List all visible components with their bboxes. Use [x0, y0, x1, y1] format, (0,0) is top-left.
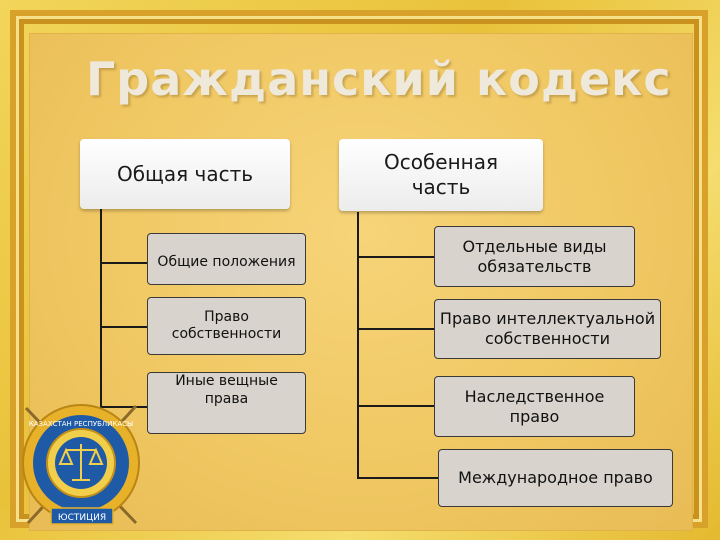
right-item-box-2: Право интеллектуальной собственности [434, 299, 661, 359]
left-item-label-1: Общие положения [157, 253, 296, 270]
left-connector-1 [100, 262, 148, 264]
right-item-label-3: Наследственное право [464, 386, 605, 426]
right-item-box-4: Международное право [438, 449, 673, 507]
left-item-box-3: Иные вещные права [147, 372, 306, 434]
emblem-banner [50, 507, 114, 525]
left-connector-3 [100, 406, 148, 408]
left-item-label-3: Иные вещные права [175, 373, 278, 407]
left-item-box-2: Право собственности [147, 297, 306, 355]
left-item-label-2: Право собственности [171, 308, 282, 343]
right-item-label-2: Право интеллектуальной собственности [439, 309, 656, 348]
left-connector-2 [100, 326, 148, 328]
right-item-label-4: Международное право [458, 468, 653, 487]
scales-icon [58, 444, 104, 481]
slide-title: Гражданский кодекс [86, 52, 672, 106]
left-header-label: Общая часть [116, 161, 254, 186]
left-item-box-1: Общие положения [147, 233, 306, 285]
right-item-box-1: Отдельные виды обязательств [434, 226, 635, 287]
right-connector-3 [357, 405, 435, 407]
justice-emblem: КАЗАХСТАН РЕСПУБЛИКАСЫ ЮСТИЦИЯ [22, 404, 140, 525]
right-connector-1 [357, 256, 435, 258]
left-header-box: Общая часть [80, 139, 290, 209]
right-connector-2 [357, 328, 435, 330]
right-connector-trunk [357, 212, 359, 478]
right-item-label-1: Отдельные виды обязательств [462, 236, 607, 276]
left-connector-trunk [100, 208, 102, 408]
emblem-banner-text: ЮСТИЦИЯ [58, 513, 106, 523]
right-item-box-3: Наследственное право [434, 376, 635, 437]
right-connector-4 [357, 477, 439, 479]
right-header-label: Особенная часть [383, 150, 499, 199]
emblem-ring-text: КАЗАХСТАН РЕСПУБЛИКАСЫ [29, 420, 133, 428]
right-header-box: Особенная часть [339, 139, 543, 211]
